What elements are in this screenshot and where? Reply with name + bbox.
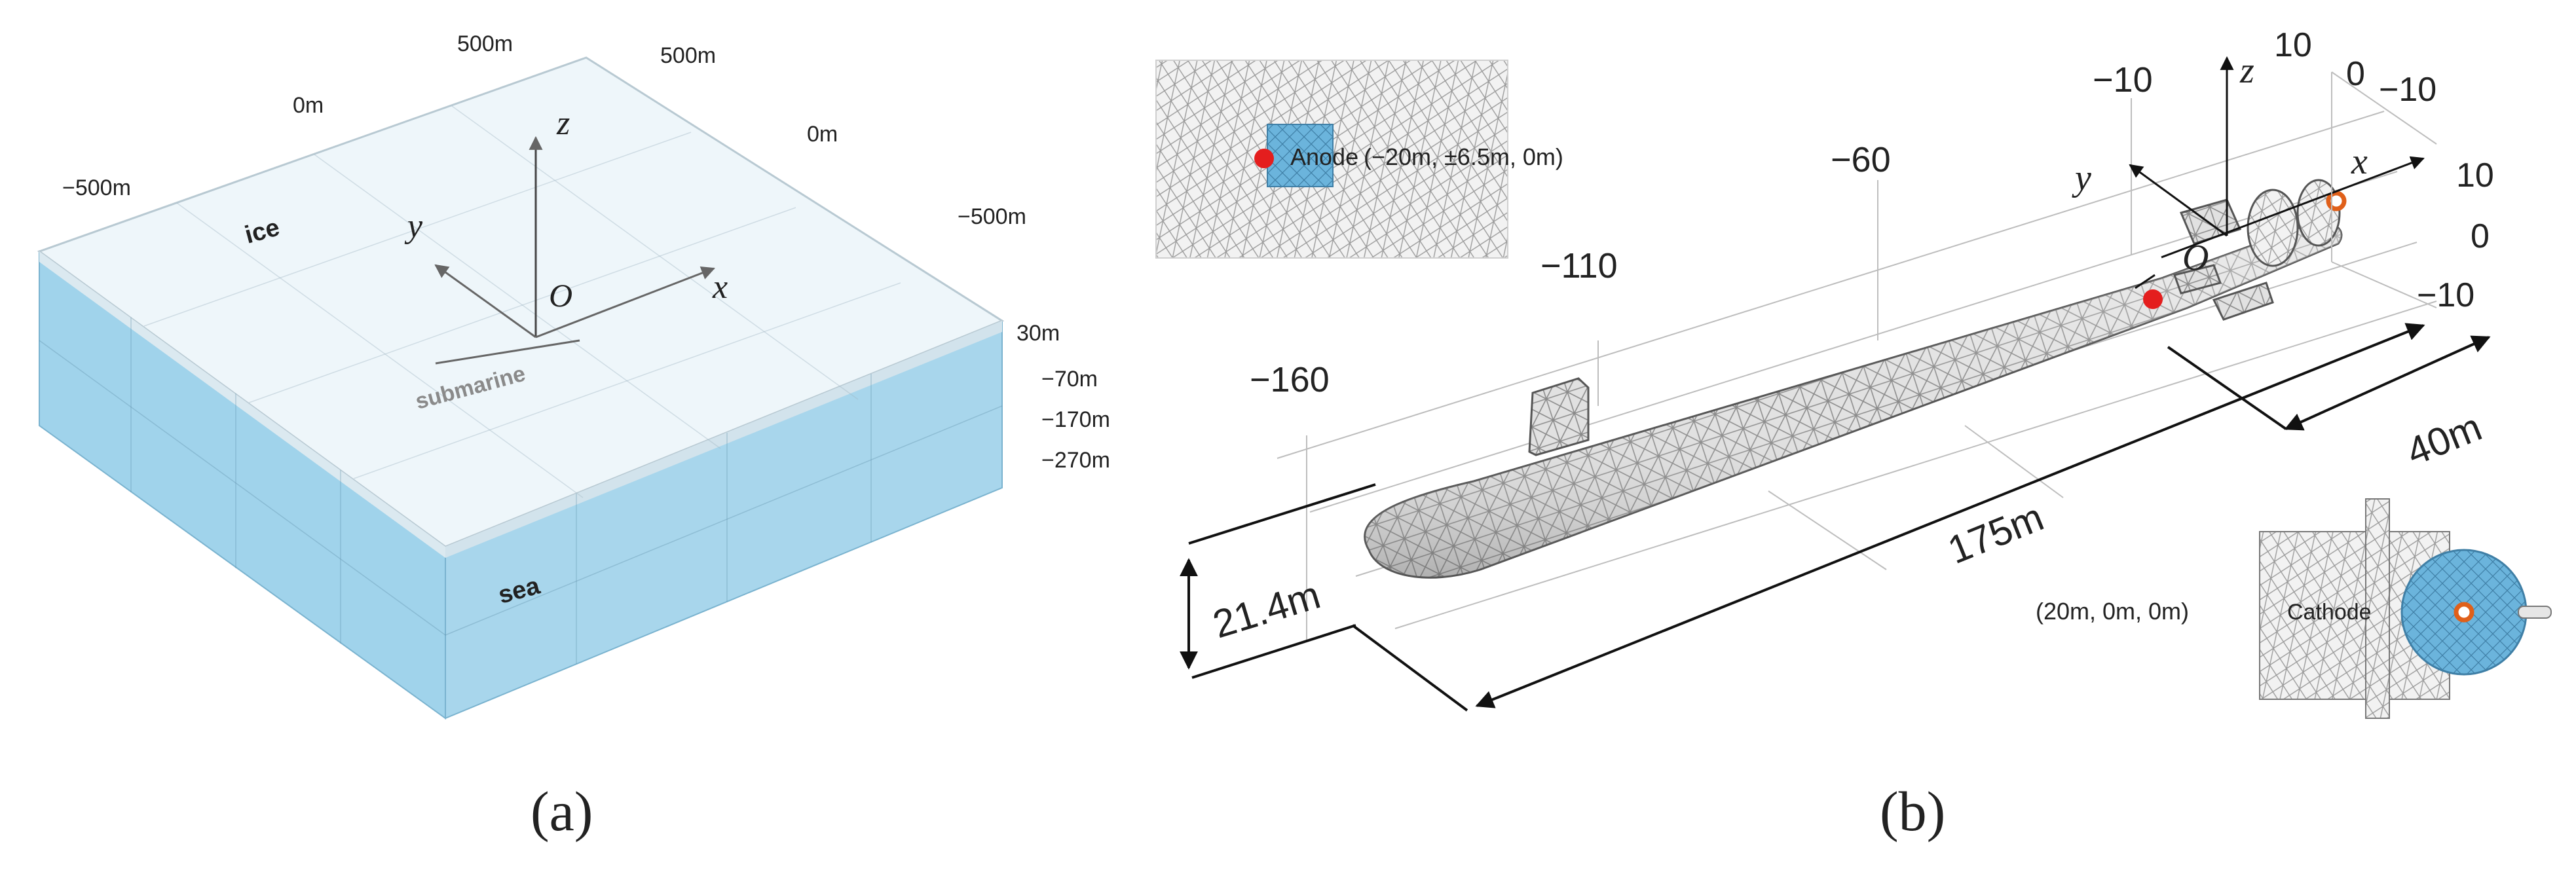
- tail-tick: 0: [2346, 55, 2365, 93]
- depth-tick: −270m: [1041, 448, 1110, 473]
- tail-fin-side: [2173, 264, 2222, 295]
- y-axis-label-b: y: [2072, 158, 2091, 198]
- cathode-inset-fin: [2365, 498, 2390, 719]
- anode-inset-marker: [1254, 149, 1274, 168]
- tick-500-back: 500m: [457, 31, 513, 56]
- anode-coords: (−20m, ±6.5m, 0m): [1364, 143, 1563, 170]
- cathode-label: Cathode: [2287, 600, 2372, 625]
- tail-length-label: 40m: [2400, 405, 2488, 474]
- anode-marker: [2143, 289, 2163, 309]
- depth-tick: −170m: [1041, 407, 1110, 432]
- y-axis-b: [2129, 164, 2228, 237]
- x-tick-b: −160: [1250, 360, 1330, 399]
- z-axis-label-b: z: [2239, 50, 2254, 91]
- ice-grid: [143, 105, 901, 498]
- x-axis-label-b: x: [2351, 141, 2368, 182]
- panel-b: z y x O −160 −110 −60 −10 10 0 −10 10 0 …: [1155, 26, 2554, 843]
- sea-grid: [39, 318, 1003, 664]
- propeller-shroud: [2247, 189, 2299, 267]
- tail-tick: 10: [2274, 26, 2312, 64]
- origin-label-b: O: [2182, 238, 2209, 278]
- tail-fin-lower: [2212, 282, 2274, 321]
- cathode-marker: [2326, 191, 2347, 211]
- x-axis-label-a: x: [712, 268, 728, 306]
- propeller-shroud-rear: [2296, 179, 2341, 247]
- origin-label-a: O: [549, 277, 572, 314]
- caption-b: (b): [1880, 780, 1945, 843]
- cathode-inset: Cathode (20m, 0m, 0m): [2036, 498, 2554, 719]
- diameter-label: 21.4m: [1208, 573, 1325, 647]
- ice-front-edge: [39, 251, 445, 558]
- tick-500-right-back: 500m: [660, 43, 716, 68]
- depth-tick: −70m: [1041, 367, 1098, 392]
- tick-neg500-left: −500m: [62, 175, 131, 200]
- x-tick-b: −60: [1831, 140, 1891, 179]
- tail-tick: 10: [2456, 156, 2494, 194]
- length-label: 175m: [1942, 495, 2049, 572]
- conning-tower: [1528, 377, 1590, 456]
- depth-tick: 30m: [1017, 321, 1060, 346]
- tick-neg500-right: −500m: [958, 204, 1026, 229]
- tick-zero-left: 0m: [293, 93, 324, 118]
- x-axis-a: [535, 266, 715, 338]
- x-tick-b: −10: [2093, 60, 2153, 100]
- y-axis-a: [434, 264, 536, 338]
- tick-zero-right: 0m: [807, 122, 838, 147]
- cathode-inset-marker: [2454, 602, 2474, 623]
- axes-b: [2129, 56, 2437, 308]
- x-tick-b: −110: [1540, 246, 1618, 285]
- y-axis-label-a: y: [404, 208, 423, 245]
- panel-a: z x y O ice sea submarine −500m 0m 500m …: [37, 31, 1110, 843]
- submarine-track: [435, 339, 580, 365]
- caption-a: (a): [531, 780, 593, 843]
- tail-tick: −10: [2379, 71, 2436, 109]
- z-axis-label-a: z: [556, 105, 570, 142]
- tail-tick: −10: [2417, 276, 2474, 314]
- cathode-coords: (20m, 0m, 0m): [2036, 598, 2189, 625]
- x-axis-b: [2161, 156, 2425, 259]
- dimension-lines: [1180, 323, 2491, 712]
- anode-inset: Anode (−20m, ±6.5m, 0m): [1155, 60, 1563, 259]
- tail-tick: 0: [2471, 217, 2490, 255]
- ice-right-edge: [445, 321, 1002, 558]
- axes-a: [434, 136, 715, 365]
- cathode-shaft: [2518, 606, 2552, 619]
- anode-label: Anode: [1290, 143, 1358, 170]
- anode-patch: [1267, 124, 1334, 187]
